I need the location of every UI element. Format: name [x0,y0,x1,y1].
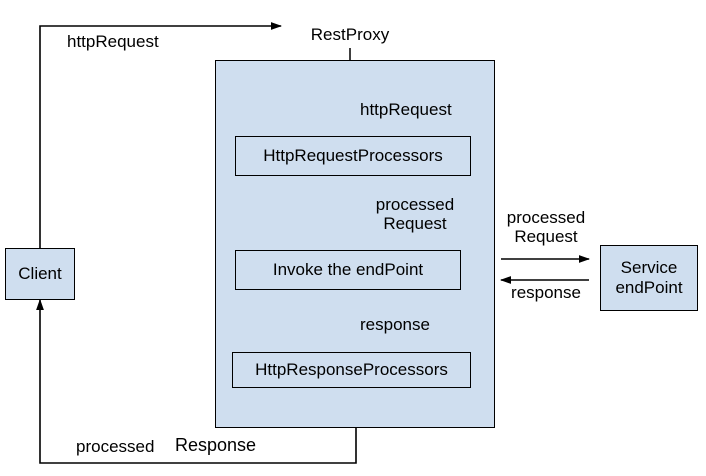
edge-label-request-processors-to-invoke: processed Request [375,195,455,234]
node-restproxy-label: RestProxy [310,25,390,44]
node-client[interactable]: Client [5,248,75,300]
node-http-request-processors-label: HttpRequestProcessors [263,145,443,165]
node-client-label: Client [18,263,62,283]
edge-label-response-processors-to-client-part2: Response [175,435,257,455]
edge-label-proxy-to-request-processors: httpRequest [360,100,452,119]
edge-client-to-restproxy [39,22,283,248]
edge-label-invoke-to-service: processed Request [506,208,586,247]
node-invoke-endpoint-label: Invoke the endPoint [272,259,424,279]
edge-label-invoke-to-response-processors: response [360,315,430,334]
node-http-response-processors-label: HttpResponseProcessors [255,359,448,379]
node-service-endpoint-label-line1: Service [620,257,678,277]
node-service-endpoint[interactable]: Service endPoint [600,245,698,311]
node-http-response-processors[interactable]: HttpResponseProcessors [232,352,471,388]
edge-label-response-processors-to-client-part1: processed [76,437,155,456]
node-http-request-processors[interactable]: HttpRequestProcessors [235,136,471,176]
edge-label-client-to-restproxy: httpRequest [67,32,159,51]
node-invoke-endpoint[interactable]: Invoke the endPoint [235,250,461,290]
node-service-endpoint-label-line2: endPoint [615,278,683,297]
edge-label-service-to-invoke: response [511,283,581,302]
